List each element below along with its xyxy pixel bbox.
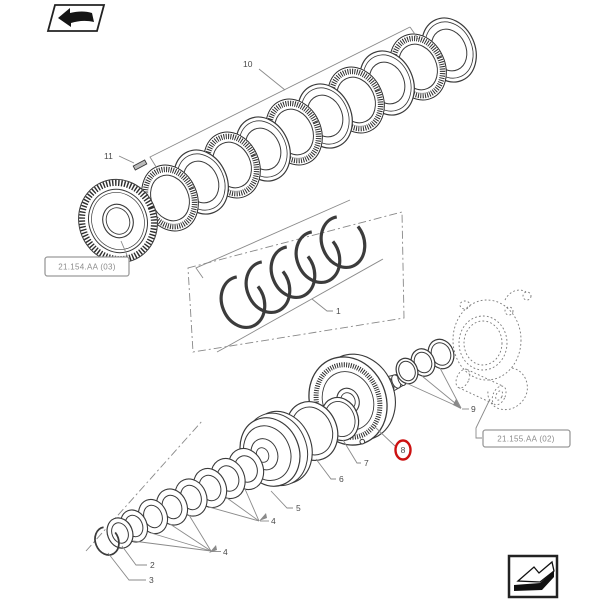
callout-11[interactable]: 11: [104, 151, 113, 161]
reference-label-right: 21.155.AA (02): [497, 435, 555, 444]
callout-3[interactable]: 3: [149, 575, 154, 585]
callout-7[interactable]: 7: [364, 458, 369, 468]
dowel-pin: [132, 159, 148, 171]
callout-leaders: [107, 26, 491, 581]
callout-5[interactable]: 5: [296, 503, 301, 513]
callout-4b[interactable]: 4: [271, 516, 276, 526]
callout-1[interactable]: 1: [336, 306, 341, 316]
nav-back-button[interactable]: [46, 4, 106, 32]
callout-10[interactable]: 10: [243, 59, 253, 69]
retaining-ring: [106, 517, 134, 549]
highlight-circle: [394, 439, 412, 461]
callout-9[interactable]: 9: [471, 404, 476, 414]
highlighted-callout-8[interactable]: 8: [394, 439, 412, 461]
reference-link-left[interactable]: 21.154.AA (03): [44, 256, 130, 277]
callout-4a[interactable]: 4: [223, 547, 228, 557]
page-back-arrow-icon: [58, 8, 94, 27]
housing-phantom: [452, 289, 532, 411]
page-forward-arrow-icon: [514, 560, 555, 591]
callout-8: 8: [401, 445, 406, 455]
drive-gear: [78, 178, 158, 264]
callout-6[interactable]: 6: [339, 474, 344, 484]
reference-link-right[interactable]: 21.155.AA (02): [482, 429, 571, 448]
spring-washer-stack: [119, 447, 265, 543]
sealing-ring-group-box: [187, 199, 405, 353]
nav-forward-button[interactable]: [507, 554, 559, 599]
reference-label-left: 21.154.AA (03): [58, 263, 116, 272]
callout-2[interactable]: 2: [150, 560, 155, 570]
clutch-disc-stack: [132, 8, 487, 240]
sealing-ring-set: [212, 208, 374, 336]
bearing-ring-set: [395, 338, 455, 385]
phantom-boundary-line: [85, 419, 204, 552]
